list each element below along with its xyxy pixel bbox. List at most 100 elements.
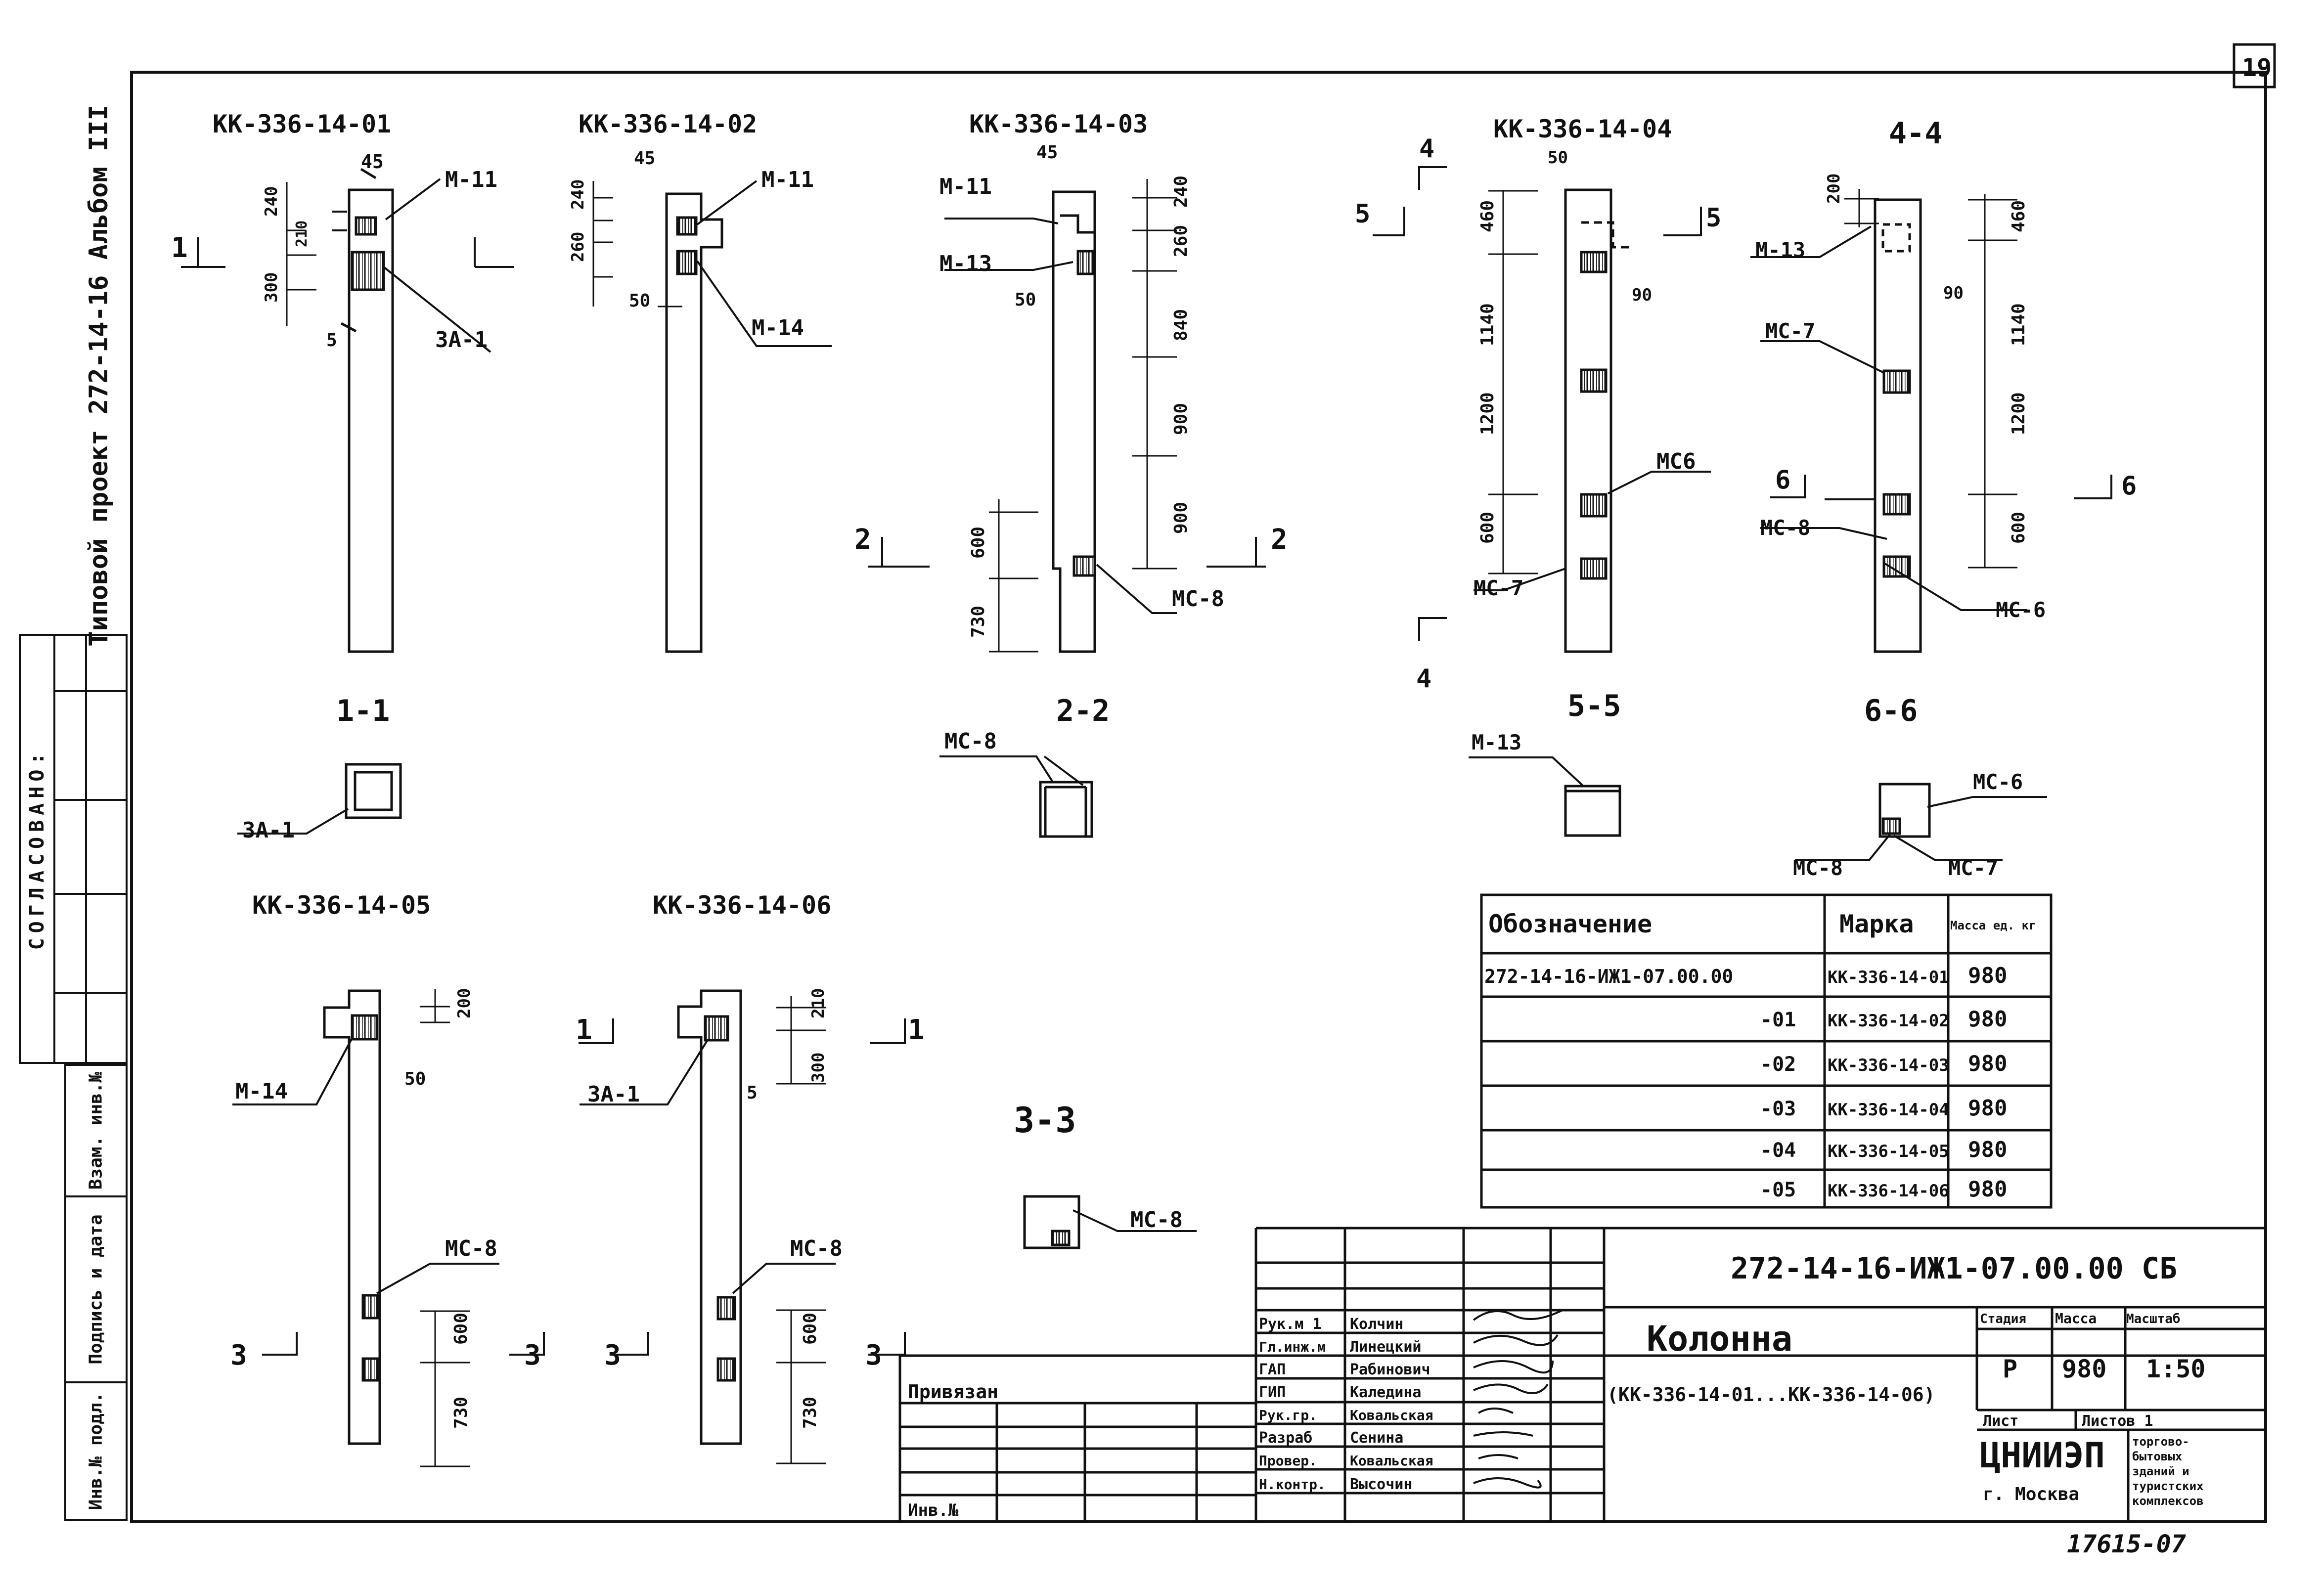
mass-header: Масса [2055,1310,2097,1326]
spec-header: Масса ед. кг [1950,919,2036,932]
spec-cell: 272-14-16-ИЖ1-07.00.00 [1484,966,1733,987]
dim: 900 [1171,502,1191,534]
label: ЗА-1 [587,1082,640,1107]
dim: 1200 [1477,392,1498,435]
dim: 900 [1171,403,1191,435]
mark-4-4: 4-4 [1889,116,1942,151]
stamp-inv-podl: Инв.№ подл. [64,1381,128,1521]
org-desc: торгово- [2132,1435,2190,1449]
spec-cell: -03 [1760,1098,1796,1120]
mass-value: 980 [2062,1355,2106,1383]
sheets-label: Листов 1 [2082,1412,2153,1430]
signer-role: Гл.инж.м [1259,1339,1326,1355]
column-kk-05 [232,989,545,1467]
dim: 45 [1036,142,1058,163]
label: М-13 [1755,238,1805,262]
spec-cell: 980 [1968,1051,2007,1076]
stage-header: Стадия [1980,1312,2026,1326]
section-title: 3-3 [1014,1100,1076,1141]
label: МС-7 [1474,576,1523,600]
signatures [1473,1309,1563,1489]
section-3-3 [1023,1195,1197,1249]
section-title: 5-5 [1567,689,1621,723]
column-kk-02 [592,180,832,653]
doc-name-sub: (КК-336-14-01...КК-336-14-06) [1607,1384,1935,1406]
label: МС6 [1656,449,1696,474]
dim: 600 [451,1313,471,1345]
spec-cell: -02 [1760,1053,1796,1076]
spec-cell: -01 [1760,1009,1796,1031]
spec-cell: -05 [1760,1179,1796,1201]
section-1-1 [237,763,402,835]
dim: 1140 [1477,303,1498,346]
mark-kk-01: КК-336-14-01 [213,110,391,138]
spec-header: Марка [1839,910,1914,938]
dim: 210 [808,988,828,1018]
org-desc: туристских [2132,1479,2204,1493]
label: М-13 [1472,730,1521,754]
label: М-14 [235,1079,288,1104]
label: МС-8 [790,1236,843,1261]
signer-role: Рук.гр. [1259,1407,1317,1423]
signer-name: Каледина [1350,1384,1422,1401]
dim: 460 [2009,200,2029,232]
stage-value: Р [2003,1355,2017,1383]
dim: 90 [1632,285,1652,305]
signer-role: ГИП [1259,1384,1286,1401]
mark-kk-04: КК-336-14-04 [1493,115,1672,143]
spec-cell: 980 [1968,1007,2007,1032]
dim: 240 [1171,176,1191,208]
org-city: г. Москва [1983,1484,2079,1504]
dim: 840 [1171,309,1191,341]
spec-cell: 980 [1968,963,2007,988]
label: М-11 [445,167,497,192]
section-mark: 3 [604,1339,621,1371]
signer-name: Ковальская [1350,1453,1433,1469]
signer-name: Ковальская [1350,1407,1433,1423]
mark-kk-06: КК-336-14-06 [653,891,831,920]
spec-cell: КК-336-14-06 [1828,1181,1949,1201]
label: МС-7 [1948,856,1998,880]
section-title: 6-6 [1864,694,1918,728]
spec-cell: -04 [1760,1139,1796,1162]
sheet-number-box [2233,43,2276,88]
sheet-label: Лист [1983,1412,2018,1430]
dim: 730 [451,1397,471,1429]
section-title: 2-2 [1056,694,1110,728]
label: М-14 [752,315,804,341]
dim: 260 [568,232,588,262]
sheet-number: 19 [2242,53,2272,82]
inv-label: Инв.№ [908,1500,959,1520]
dim: 600 [800,1313,820,1345]
dim: 240 [262,186,281,217]
label: М-13 [939,251,992,276]
section-mark: 4 [1419,134,1434,164]
signer-role: Н.контр. [1259,1476,1326,1493]
title-block-grid [898,1227,2265,1522]
section-6-6 [1795,783,2047,861]
label: МС-8 [944,729,997,754]
dim: 730 [800,1397,820,1429]
approval-grid [53,634,128,1064]
mark-kk-05: КК-336-14-05 [252,891,431,920]
dim: 240 [568,179,588,210]
label: ЗА-1 [242,818,295,843]
label: МС-6 [1973,770,2023,794]
spec-header: Обозначение [1488,910,1652,938]
dim: 600 [1477,512,1498,544]
spec-cell: КК-336-14-03 [1828,1056,1949,1075]
section-mark: 1 [171,232,188,264]
label: МС-8 [445,1236,497,1261]
section-5-5 [1469,756,1621,837]
doc-code: 272-14-16-ИЖ1-07.00.00 СБ [1731,1251,2177,1286]
label: МС-8 [1172,586,1224,612]
column-kk-06 [579,989,906,1464]
doc-name: Колонна [1647,1319,1792,1359]
column-kk-04 [1373,166,1711,653]
dim: 5 [747,1083,758,1103]
dim: 45 [634,148,655,169]
dim: 1140 [2009,303,2029,346]
dim: 50 [1015,290,1036,310]
column-kk-03 [868,179,1266,653]
